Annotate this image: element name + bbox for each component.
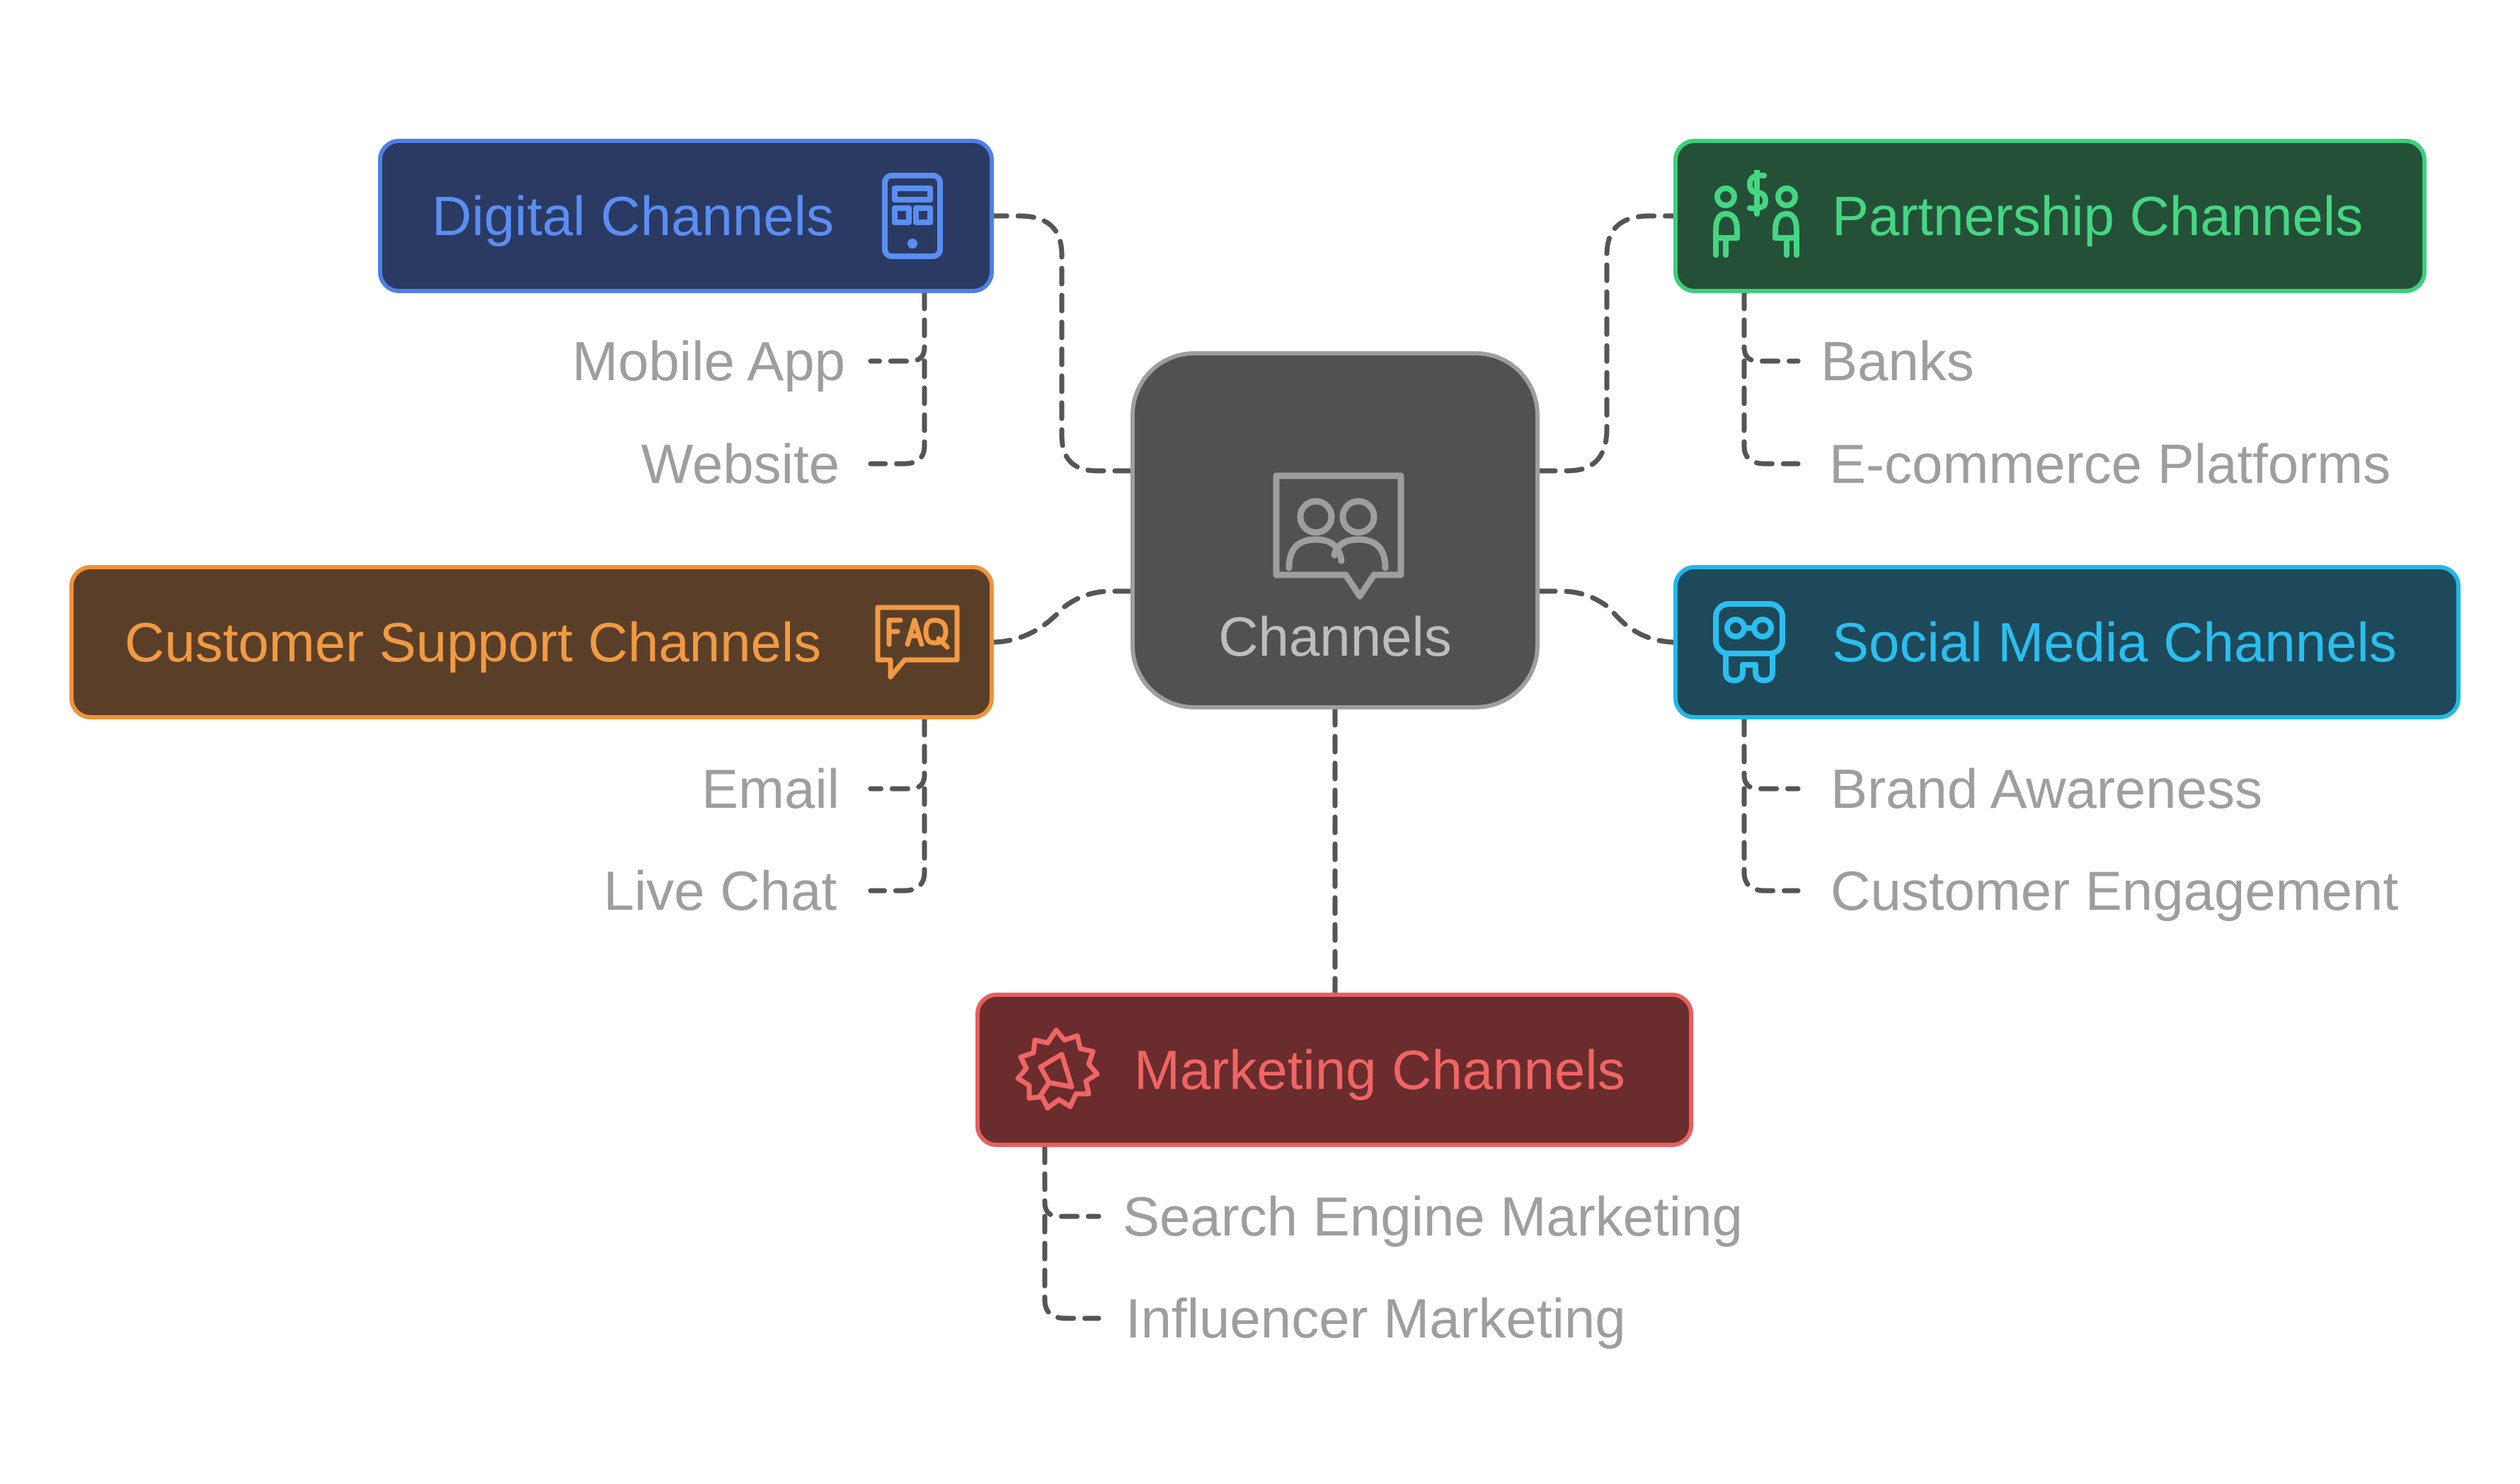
marketing-channels-label: Marketing Channels xyxy=(1134,1038,1625,1101)
marketing-channels-node: Marketing Channels xyxy=(975,993,1693,1147)
connector-partner-ecommerce xyxy=(1741,358,1801,467)
faq-bubble-icon xyxy=(872,603,963,681)
connector-digital-mobile xyxy=(868,290,927,364)
social-media-channels-label: Social Media Channels xyxy=(1832,610,2397,673)
connector-digital xyxy=(991,213,1133,474)
social-media-channels-node: Social Media Channels xyxy=(1673,565,2461,719)
digital-channels-node: Digital Channels xyxy=(378,139,994,293)
people-chat-icon xyxy=(1268,469,1409,603)
connector-partner-banks xyxy=(1741,290,1801,364)
sub-website: Website xyxy=(641,433,840,495)
connector-marketing-sem xyxy=(1042,1144,1101,1219)
center-label: Channels xyxy=(1218,605,1452,668)
connector-social-engagement xyxy=(1741,786,1801,894)
sub-customer-engagement: Customer Engagement xyxy=(1831,860,2399,922)
sub-live-chat: Live Chat xyxy=(603,860,837,922)
connector-social xyxy=(1537,588,1676,645)
center-node: Channels xyxy=(1130,351,1540,709)
customer-support-channels-node: Customer Support Channels xyxy=(69,565,994,719)
mobile-device-icon xyxy=(881,171,944,261)
megaphone-badge-icon xyxy=(1012,1026,1100,1114)
connector-marketing-influencer xyxy=(1042,1214,1101,1321)
customer-support-channels-label: Customer Support Channels xyxy=(125,610,822,673)
sub-mobile-app: Mobile App xyxy=(572,330,845,392)
sub-influencer-marketing: Influencer Marketing xyxy=(1126,1287,1626,1349)
digital-channels-label: Digital Channels xyxy=(432,184,834,247)
sub-search-engine-marketing: Search Engine Marketing xyxy=(1123,1185,1743,1248)
connector-support-email xyxy=(868,717,927,792)
connector-digital-website xyxy=(868,358,927,467)
sub-banks: Banks xyxy=(1821,330,1974,392)
partnership-channels-node: Partnership Channels xyxy=(1673,139,2427,293)
connector-support xyxy=(991,588,1133,645)
connector-partnership xyxy=(1537,213,1676,474)
sub-brand-awareness: Brand Awareness xyxy=(1831,758,2262,820)
connector-social-brand xyxy=(1741,717,1801,792)
sub-email: Email xyxy=(701,758,840,820)
partnership-money-icon xyxy=(1710,170,1802,262)
connector-support-livechat xyxy=(868,786,927,894)
social-mascot-icon xyxy=(1710,598,1788,686)
partnership-channels-label: Partnership Channels xyxy=(1832,184,2364,247)
sub-ecommerce: E-commerce Platforms xyxy=(1829,433,2391,495)
